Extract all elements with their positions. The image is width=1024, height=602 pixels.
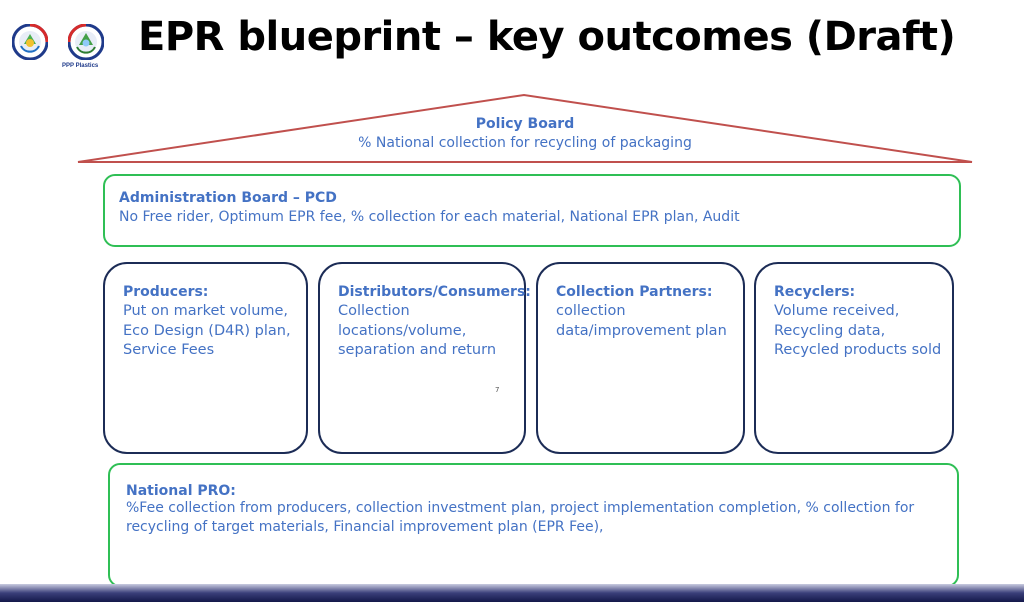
page-title: EPR blueprint – key outcomes (Draft)	[138, 14, 956, 60]
national-pro-body: %Fee collection from producers, collecti…	[126, 500, 915, 535]
ppp-plastics-logo-icon	[68, 24, 104, 60]
distributors-box: Distributors/Consumers: Collection locat…	[318, 262, 531, 454]
distributors-body: Collection locations/volume, separation …	[338, 303, 497, 358]
admin-board-body: No Free rider, Optimum EPR fee, % collec…	[119, 209, 740, 225]
producers-title: Producers:	[123, 284, 209, 300]
page-number: 7	[495, 386, 500, 394]
recyclers-body: Volume received, Recycling data, Recycle…	[774, 303, 942, 358]
logo-group: PPP Plastics	[12, 24, 112, 72]
collection-partners-title: Collection Partners:	[556, 284, 713, 300]
policy-board-title: Policy Board	[475, 116, 575, 132]
admin-board-box: Administration Board – PCD No Free rider…	[103, 174, 961, 247]
producers-body: Put on market volume, Eco Design (D4R) p…	[123, 303, 291, 358]
logo-icon	[12, 24, 48, 60]
recyclers-title: Recyclers:	[774, 284, 856, 300]
producers-box: Producers: Put on market volume, Eco Des…	[103, 262, 308, 454]
logo-caption: PPP Plastics	[62, 63, 99, 69]
collection-partners-box: Collection Partners: collection data/imp…	[536, 262, 745, 454]
recyclers-box: Recyclers: Volume received, Recycling da…	[754, 262, 954, 454]
footer-bar	[0, 584, 1024, 602]
collection-partners-body: collection data/improvement plan	[556, 303, 727, 339]
policy-board-subtitle: % National collection for recycling of p…	[358, 135, 692, 151]
national-pro-title: National PRO:	[126, 483, 236, 499]
distributors-title: Distributors/Consumers:	[338, 284, 531, 300]
national-pro-box: National PRO: %Fee collection from produ…	[108, 463, 959, 587]
admin-board-title: Administration Board – PCD	[119, 190, 337, 206]
